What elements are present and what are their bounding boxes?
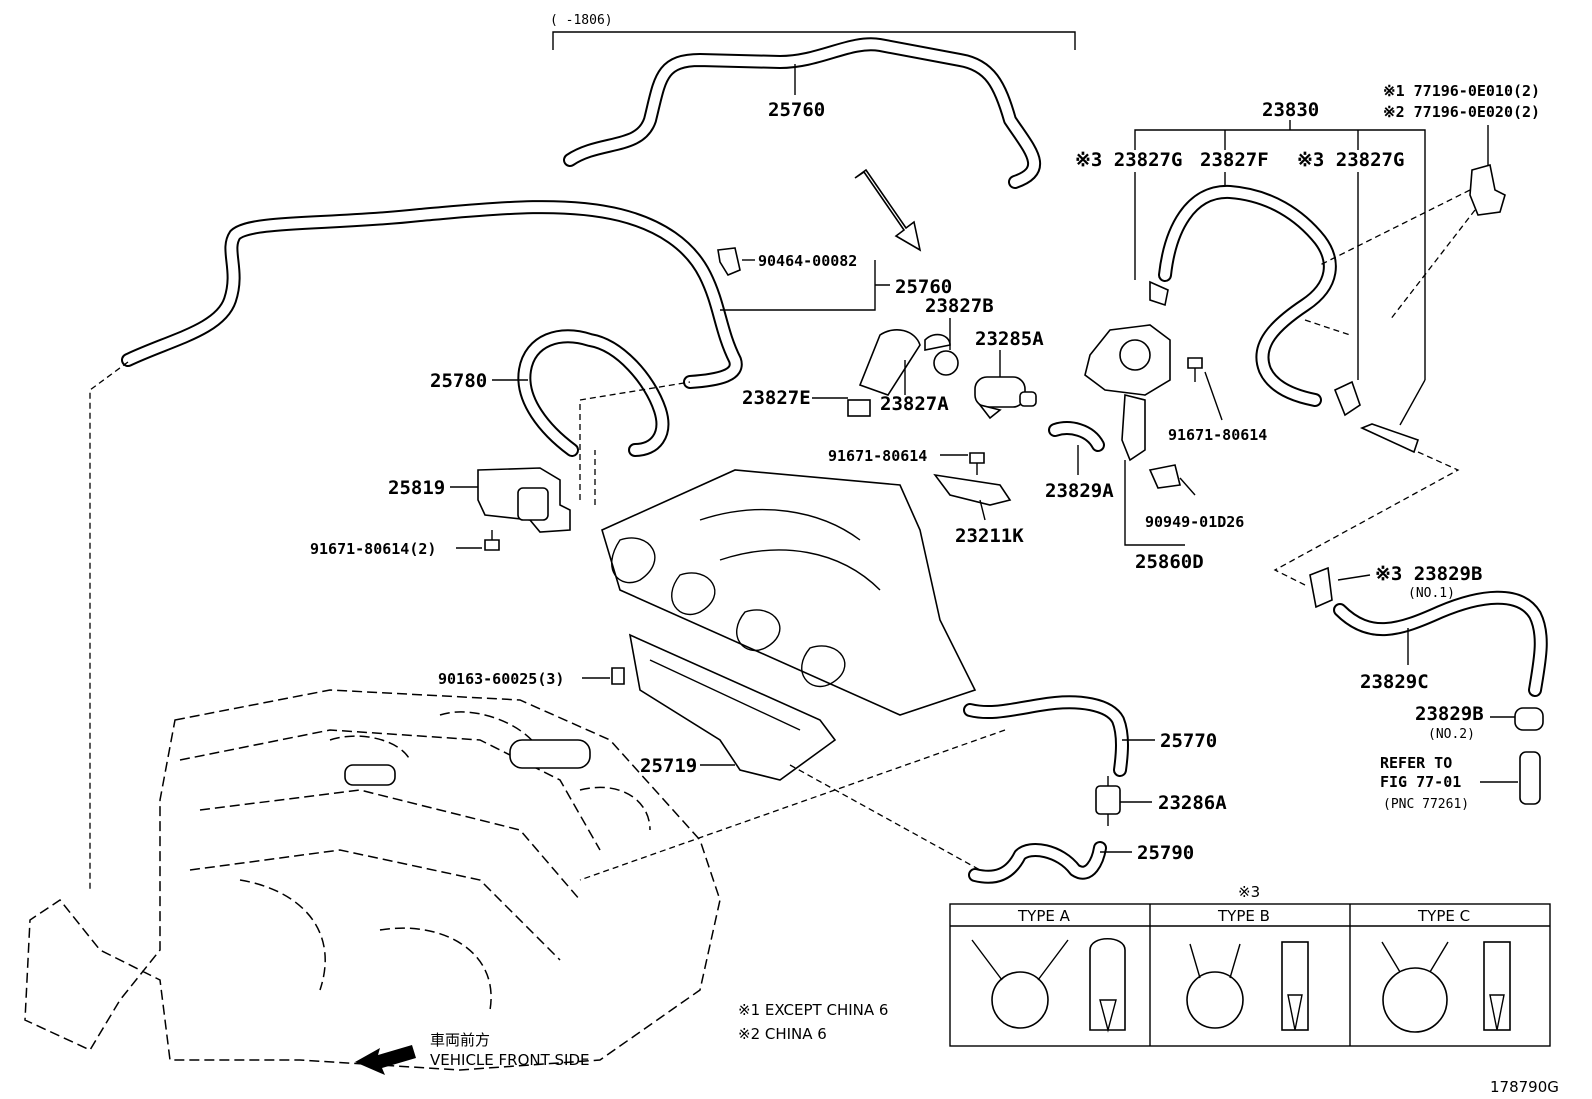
label-23827G-left: ※3 23827G [1075,149,1182,171]
clamp-23827b [933,350,959,376]
legend-type-b: TYPE B [1217,907,1270,925]
label-23211K: 23211K [955,525,1024,547]
clamp-23827g-left [1149,280,1169,307]
label-23285A: 23285A [975,328,1044,350]
hose-23829a [1048,421,1105,452]
legend-type-c: TYPE C [1417,907,1470,925]
range-label: ( -1806) [550,13,613,28]
label-25719: 25719 [640,755,697,777]
label-23830: 23830 [1262,99,1319,121]
hose-23827f [1158,184,1337,407]
engine-block [24,689,721,1071]
bolt-91671-right [1187,357,1203,382]
label-25780: 25780 [430,370,487,392]
part-23827e [847,399,871,417]
refer-line-1: REFER TO [1380,754,1452,772]
hose-25770 [963,695,1129,777]
refer-line-2: FIG 77-01 [1380,773,1461,791]
label-23829B-2-sub: (NO.2) [1428,727,1475,742]
clip-90464 [717,247,741,277]
clamp-type-c-icon [1381,941,1511,1033]
label-25760-mid: 25760 [895,276,952,298]
clamp-type-a-icon [971,938,1126,1033]
label-23827F: 23827F [1200,149,1269,171]
vsv-25819 [477,467,571,533]
clamp-90949 [1148,464,1181,489]
hose-25760-upper [563,37,1042,189]
clip-77196 [1469,163,1506,216]
connector-right [1359,423,1420,454]
legend-mark: ※3 [1238,883,1260,901]
label-25760-top: 25760 [768,99,825,121]
label-23829B-1: ※3 23829B [1375,563,1482,585]
label-23829B-1-sub: (NO.1) [1408,586,1455,601]
clamp-23829b-no1 [1309,566,1333,609]
label-90163: 90163-60025(3) [438,670,564,688]
label-91671-2: 91671-80614(2) [310,540,436,558]
hose-23829c [1333,590,1548,697]
hose-25780 [517,329,670,457]
refer-line-3: (PNC 77261) [1383,797,1469,812]
label-91671-right: 91671-80614 [1168,426,1267,444]
label-25790: 25790 [1137,842,1194,864]
label-91671-mid: 91671-80614 [828,447,927,465]
valve-23285a [974,376,1037,420]
front-arrow-icon [355,1045,416,1075]
hose-23827a [858,329,951,396]
note-1: ※1 EXCEPT CHINA 6 [738,1001,888,1019]
front-label-jp: 車両前方 [430,1031,490,1049]
label-23286A: 23286A [1158,792,1227,814]
label-23829A: 23829A [1045,480,1114,502]
label-77196-1: ※1 77196-0E010(2) [1383,82,1540,100]
valve-25860d [1084,324,1171,462]
label-77196-2: ※2 77196-0E020(2) [1383,103,1540,121]
figure-number: 178790G [1490,1078,1559,1096]
legend-table [949,903,1551,1047]
label-90464: 90464-00082 [758,252,857,270]
filter-23286a [1095,776,1121,826]
bolt-91671-2 [484,530,500,551]
label-25860D: 25860D [1135,551,1204,573]
note-2: ※2 CHINA 6 [738,1025,827,1043]
label-23827B: 23827B [925,295,994,317]
intake-manifold [601,469,977,716]
legend-type-a: TYPE A [1017,907,1071,925]
clamp-23827g-right [1333,380,1361,417]
label-23829B-2: 23829B [1415,703,1484,725]
label-90949: 90949-01D26 [1145,513,1244,531]
direction-arrow [854,168,922,252]
clamp-type-b-icon [1186,941,1309,1031]
label-23829C: 23829C [1360,671,1429,693]
label-23827A: 23827A [880,393,949,415]
label-23827G-right: ※3 23827G [1297,149,1404,171]
bracket-23211k [933,473,1012,506]
bolt-90163 [611,667,625,685]
label-23827E: 23827E [742,387,811,409]
hose-25790 [968,841,1107,884]
front-label-en: VEHICLE FRONT SIDE [430,1051,590,1069]
part-25719 [628,633,837,781]
label-25819: 25819 [388,477,445,499]
label-25770: 25770 [1160,730,1217,752]
clamp-23829b-no2 [1514,707,1544,731]
pipe-77261 [1519,751,1541,805]
bolt-91671-mid [969,452,985,475]
hose-25760-long [121,200,743,389]
